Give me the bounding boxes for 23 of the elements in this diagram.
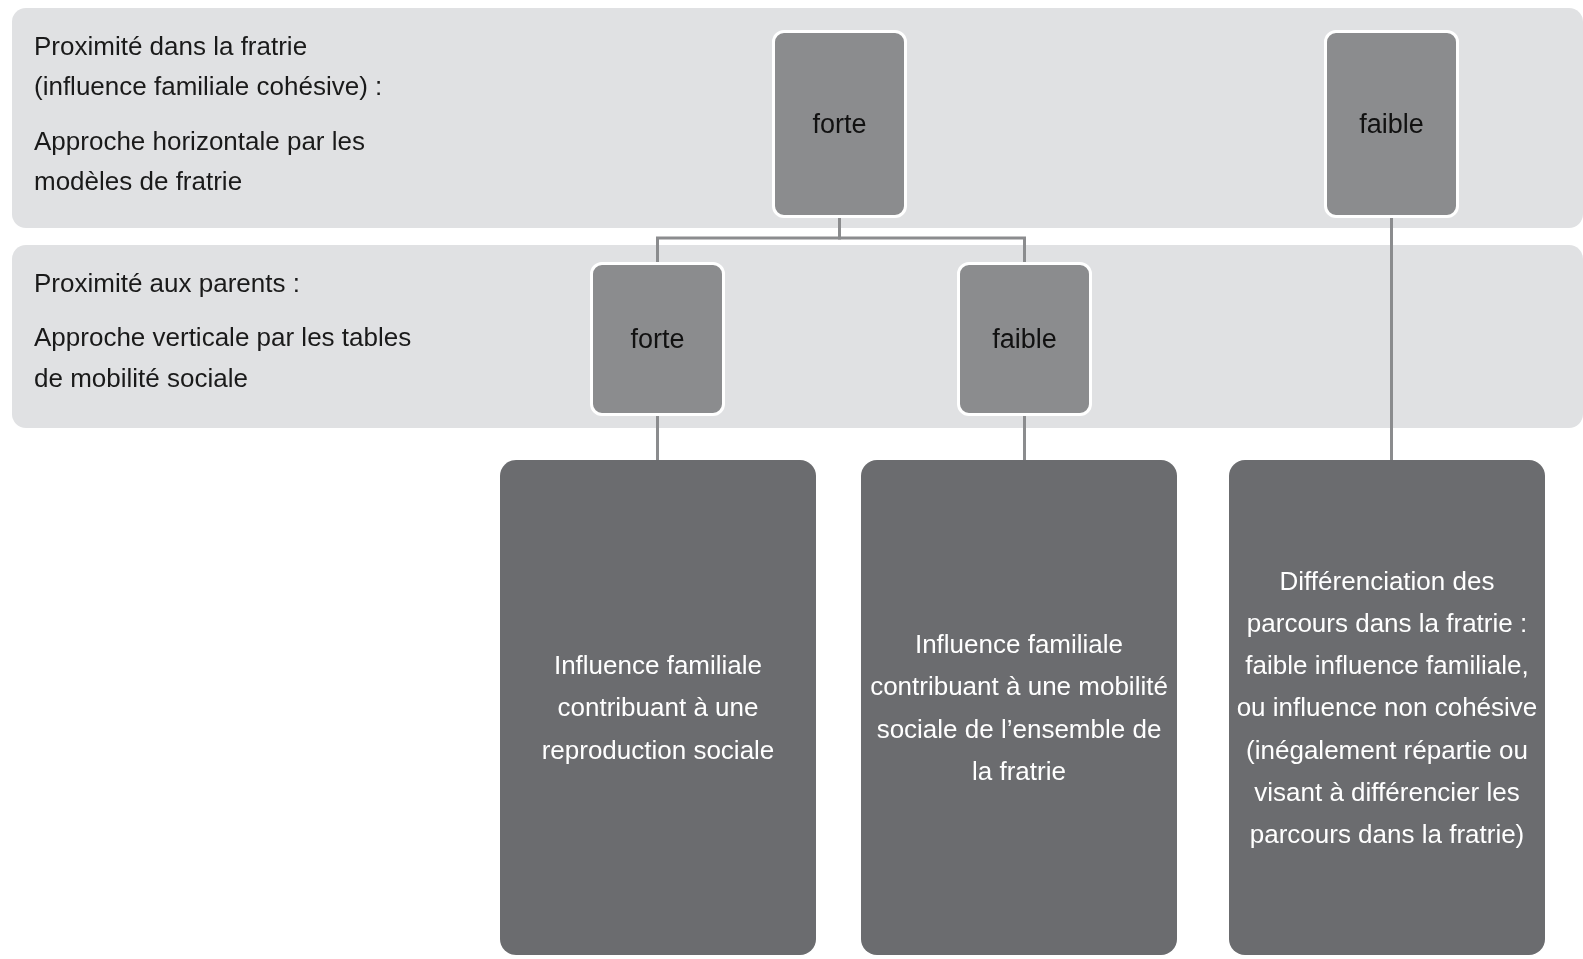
outcome-box bbox=[861, 460, 1177, 955]
level-box bbox=[957, 262, 1092, 416]
level-value: faible bbox=[1359, 107, 1424, 141]
level-band bbox=[12, 8, 1583, 228]
approach-text: Approche horizontale par les modèles de fratrie bbox=[34, 124, 366, 198]
level-heading: Proximité aux parents : bbox=[34, 267, 301, 300]
level-box bbox=[772, 30, 907, 218]
connector-line bbox=[1023, 416, 1026, 460]
connector-line bbox=[1390, 218, 1393, 460]
outcome-text: Influence familiale contribuant à une mobilité sociale de l’ensemble de la fratrie bbox=[869, 628, 1169, 788]
level-heading: Proximité dans la fratrie (influence familiale cohésive) : bbox=[34, 30, 384, 104]
level-box bbox=[1324, 30, 1459, 218]
level-value: faible bbox=[992, 322, 1057, 356]
level-band bbox=[12, 245, 1583, 428]
approach-text: Approche verticale par les tables de mobilité sociale bbox=[34, 321, 413, 395]
outcome-text: Influence familiale contribuant à une reproduction sociale bbox=[540, 649, 776, 767]
level-value: forte bbox=[630, 322, 685, 356]
outcome-box bbox=[500, 460, 816, 955]
level-box bbox=[590, 262, 725, 416]
level-value: forte bbox=[812, 107, 867, 141]
connector-line bbox=[656, 416, 659, 460]
outcome-box bbox=[1229, 460, 1545, 955]
outcome-text: Différenciation des parcours dans la fratrie : faible influence familiale, ou influence non cohésive (inégalement répartie ou visant à différencier les parcours dans la fratrie) bbox=[1235, 565, 1539, 851]
